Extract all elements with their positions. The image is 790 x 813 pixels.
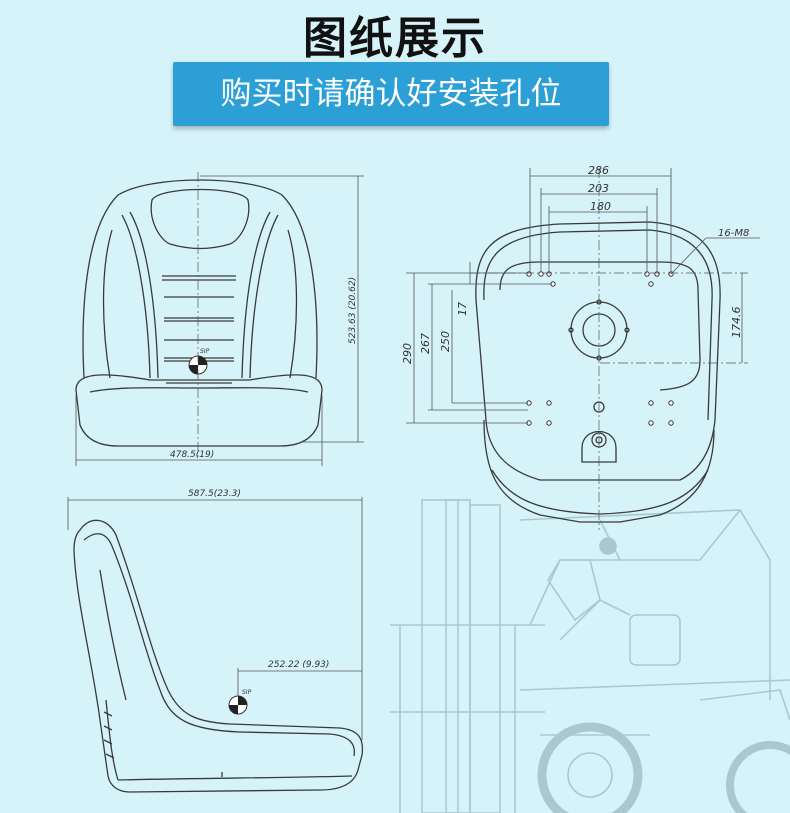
top-dim-174-6: 174.6 bbox=[730, 307, 743, 339]
forklift-background-sketch bbox=[390, 499, 790, 813]
top-dim-250: 250 bbox=[439, 331, 452, 352]
side-view-drawing bbox=[73, 519, 364, 793]
side-view-dimension-lines bbox=[67, 497, 363, 740]
front-height-dimension bbox=[200, 175, 364, 443]
top-view-drawing bbox=[475, 221, 721, 523]
top-view-dimension-lines bbox=[406, 168, 760, 424]
bolt-callout-16-m8: 16-M8 bbox=[718, 228, 749, 239]
top-dim-203: 203 bbox=[588, 182, 609, 195]
front-height-label: 523.63 (20.62) bbox=[348, 277, 358, 344]
front-view-drawing bbox=[75, 179, 323, 447]
top-dim-290: 290 bbox=[401, 343, 414, 364]
top-dim-17: 17 bbox=[456, 302, 469, 316]
top-dim-267: 267 bbox=[419, 333, 432, 354]
side-width-label: 587.5(23.3) bbox=[188, 489, 241, 499]
front-sip-label: SIP bbox=[200, 348, 210, 355]
side-sip-marker: SIP bbox=[228, 689, 252, 715]
front-width-dimension bbox=[75, 395, 323, 466]
top-center-lines bbox=[470, 168, 748, 530]
front-width-label: 478.5(19) bbox=[170, 450, 214, 460]
top-dim-286: 286 bbox=[588, 164, 609, 177]
top-dim-180: 180 bbox=[590, 200, 611, 213]
page-title: 图纸展示 bbox=[303, 13, 487, 64]
front-sip-marker: SIP bbox=[188, 348, 210, 375]
side-sip-label: SIP bbox=[242, 689, 252, 696]
side-sip-dim-label: 252.22 (9.93) bbox=[268, 660, 329, 670]
install-hole-banner: 购买时请确认好安装孔位 bbox=[173, 62, 609, 126]
